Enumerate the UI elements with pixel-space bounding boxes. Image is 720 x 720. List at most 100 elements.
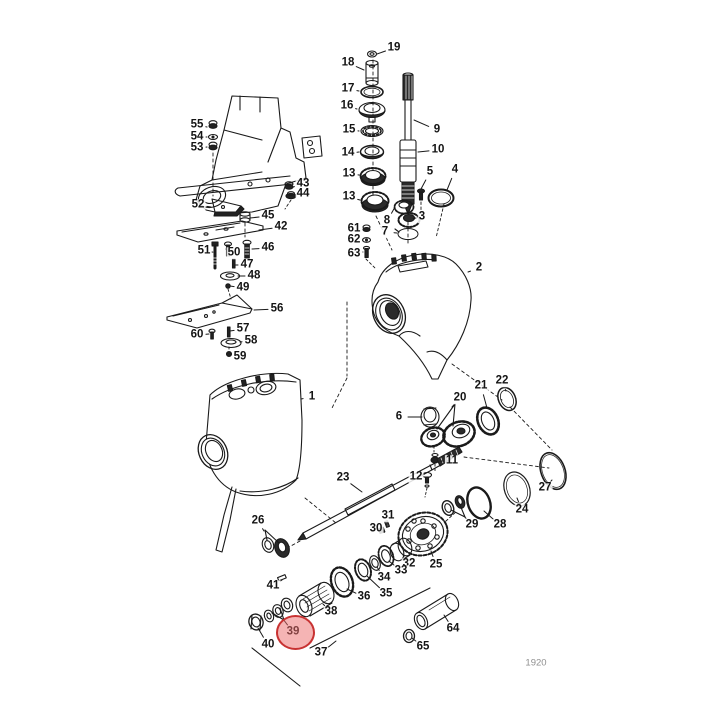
part-label-47[interactable]: 47 — [239, 258, 255, 271]
part-label-65[interactable]: 65 — [415, 640, 431, 653]
part-label-55[interactable]: 55 — [189, 118, 205, 131]
part-label-22[interactable]: 22 — [494, 374, 510, 387]
driveshaft-9-10 — [399, 72, 417, 247]
part-label-53[interactable]: 53 — [189, 141, 205, 154]
part-label-12[interactable]: 12 — [408, 470, 424, 483]
leader-line-13 — [357, 198, 361, 201]
part-label-32[interactable]: 32 — [401, 557, 417, 570]
plate-42 — [176, 220, 264, 243]
part-label-30[interactable]: 30 — [368, 522, 384, 535]
part-label-51[interactable]: 51 — [196, 244, 212, 257]
part-label-25[interactable]: 25 — [428, 558, 444, 571]
gearcase-housing-1 — [197, 372, 337, 553]
part-label-62[interactable]: 62 — [346, 233, 362, 246]
part-label-46[interactable]: 46 — [260, 241, 276, 254]
part-label-17[interactable]: 17 — [340, 82, 356, 95]
leader-line-37 — [327, 640, 337, 648]
leader-line-23 — [349, 482, 363, 493]
part-label-27[interactable]: 27 — [537, 481, 553, 494]
clutch-chain-32-36 — [329, 537, 413, 598]
part-label-3[interactable]: 3 — [417, 210, 427, 223]
part-label-58[interactable]: 58 — [243, 334, 259, 347]
leader-line-38 — [322, 603, 326, 607]
part-label-29[interactable]: 29 — [464, 518, 480, 531]
part-label-28[interactable]: 28 — [492, 518, 508, 531]
part-label-13[interactable]: 13 — [341, 190, 357, 203]
part-label-15[interactable]: 15 — [341, 123, 357, 136]
part-label-11[interactable]: 11 — [444, 454, 460, 467]
part-label-48[interactable]: 48 — [246, 269, 262, 282]
part-label-31[interactable]: 31 — [380, 509, 396, 522]
part-label-60[interactable]: 60 — [189, 328, 205, 341]
part-label-18[interactable]: 18 — [340, 56, 356, 69]
part-label-23[interactable]: 23 — [335, 471, 351, 484]
part-label-2[interactable]: 2 — [474, 261, 484, 274]
part-label-21[interactable]: 21 — [473, 379, 489, 392]
part-label-1[interactable]: 1 — [307, 390, 317, 403]
part-label-63[interactable]: 63 — [346, 247, 362, 260]
part-label-64[interactable]: 64 — [445, 622, 461, 635]
part-label-40[interactable]: 40 — [260, 638, 276, 651]
tube-64-group — [402, 592, 460, 644]
leader-line-21 — [482, 394, 488, 409]
ring-set-right — [441, 451, 567, 522]
part-label-59[interactable]: 59 — [232, 350, 248, 363]
part-label-26[interactable]: 26 — [250, 514, 266, 527]
part-label-35[interactable]: 35 — [378, 587, 394, 600]
leader-line-9 — [413, 119, 430, 127]
part-label-13[interactable]: 13 — [341, 167, 357, 180]
part-label-49[interactable]: 49 — [235, 281, 251, 294]
diagram-code: 1920 — [525, 657, 547, 669]
part-label-34[interactable]: 34 — [376, 571, 392, 584]
part-label-10[interactable]: 10 — [430, 143, 446, 156]
part-label-37[interactable]: 37 — [313, 646, 329, 659]
fastener-stack-55-54-53 — [207, 120, 219, 197]
leader-line-45 — [249, 216, 260, 219]
part-label-52[interactable]: 52 — [190, 198, 206, 211]
part-label-61[interactable]: 61 — [346, 222, 362, 235]
part-label-50[interactable]: 50 — [226, 246, 242, 259]
leader-line-2 — [467, 270, 471, 273]
trim-tab-52 — [211, 198, 245, 217]
leader-line-57 — [229, 329, 235, 332]
part-label-57[interactable]: 57 — [235, 322, 251, 335]
part-label-20[interactable]: 20 — [452, 391, 468, 404]
part-label-43[interactable]: 43 — [295, 177, 311, 190]
part-label-14[interactable]: 14 — [340, 146, 356, 159]
part-label-16[interactable]: 16 — [339, 99, 355, 112]
part-label-19[interactable]: 19 — [386, 41, 402, 54]
part-label-9[interactable]: 9 — [432, 123, 442, 136]
part-label-4[interactable]: 4 — [450, 163, 460, 176]
part-label-54[interactable]: 54 — [189, 130, 205, 143]
leader-line-64 — [443, 614, 449, 622]
leader-line-33 — [388, 560, 395, 566]
leader-line-32 — [402, 554, 405, 557]
part-label-24[interactable]: 24 — [514, 503, 530, 516]
part-label-38[interactable]: 38 — [323, 605, 339, 618]
part-label-41[interactable]: 41 — [265, 579, 281, 592]
part-label-36[interactable]: 36 — [356, 590, 372, 603]
part-label-6[interactable]: 6 — [394, 410, 404, 423]
leader-line-36 — [346, 588, 357, 594]
part-label-8[interactable]: 8 — [382, 214, 392, 227]
leader-line-34 — [376, 566, 380, 571]
part-label-7[interactable]: 7 — [380, 225, 390, 238]
leader-line-35 — [366, 575, 380, 589]
leader-line-42 — [258, 227, 273, 231]
leader-line-25 — [430, 550, 434, 557]
leader-line-56 — [253, 308, 269, 311]
part-label-45[interactable]: 45 — [260, 209, 276, 222]
part-label-56[interactable]: 56 — [269, 302, 285, 315]
leader-line-22 — [504, 388, 507, 392]
leader-line-40 — [257, 627, 264, 638]
part-label-5[interactable]: 5 — [425, 165, 435, 178]
part-label-42[interactable]: 42 — [273, 220, 289, 233]
leader-line-52 — [206, 205, 212, 208]
part-label-39[interactable]: 39 — [285, 625, 301, 638]
part-label-44[interactable]: 44 — [295, 187, 311, 200]
part-label-33[interactable]: 33 — [393, 564, 409, 577]
leader-line-18 — [355, 66, 365, 71]
leader-line-28 — [483, 510, 494, 520]
